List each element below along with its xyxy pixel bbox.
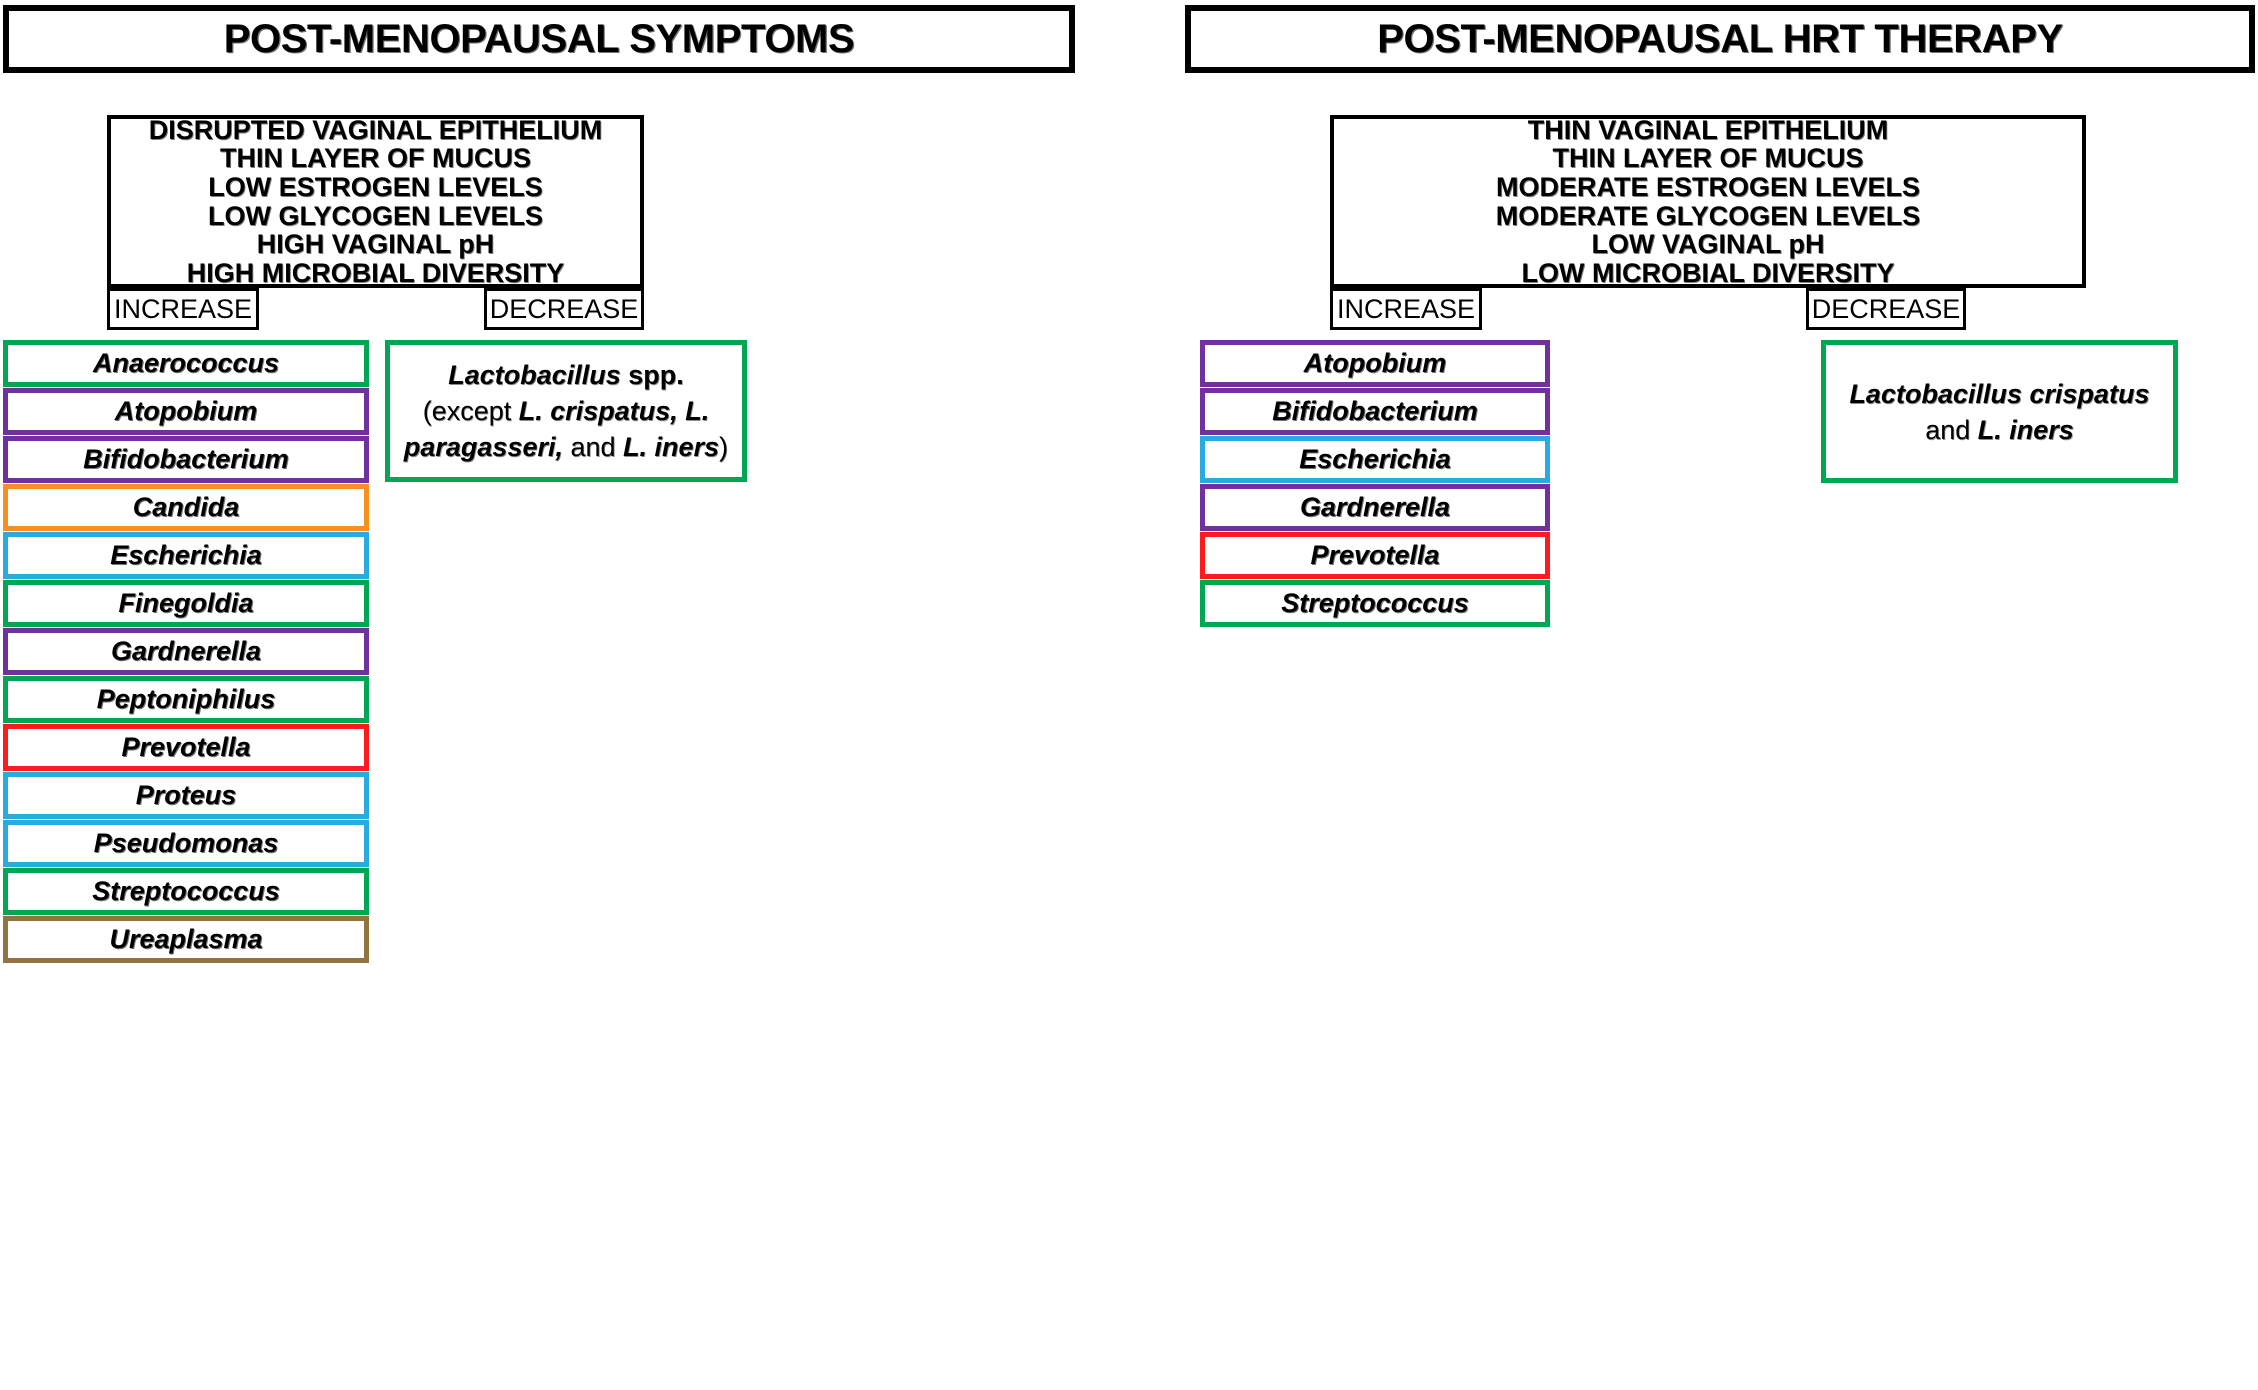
condition-line: THIN LAYER OF MUCUS <box>1552 143 1864 174</box>
taxon-box: Streptococcus <box>1200 580 1550 627</box>
increase-tag: INCREASE <box>1330 288 1482 330</box>
taxon-box: Prevotella <box>3 724 369 771</box>
taxon-box: Proteus <box>3 772 369 819</box>
taxon-label: Anaerococcus <box>92 348 280 378</box>
taxon-box: Gardnerella <box>1200 484 1550 531</box>
condition-line: THIN LAYER OF MUCUS <box>219 143 531 174</box>
panel-title-box: POST-MENOPAUSAL HRT THERAPY <box>1185 5 2255 73</box>
taxon-label: Peptoniphilus <box>96 684 276 714</box>
taxon-box: Anaerococcus <box>3 340 369 387</box>
decrease-tag-label: DECREASE <box>489 293 639 324</box>
taxon-label: Escherichia <box>1299 444 1451 474</box>
taxa-note-line: Lactobacillus crispatus <box>1849 378 2150 409</box>
page-title: POST-MENOPAUSAL HRT THERAPY <box>1377 16 2063 61</box>
taxon-label: Gardnerella <box>1299 492 1451 522</box>
taxon-box: Ureaplasma <box>3 916 369 963</box>
decrease-tag-label: DECREASE <box>1811 293 1961 324</box>
condition-line: THIN VAGINAL EPITHELIUM <box>1527 114 1889 145</box>
taxon-box: Escherichia <box>3 532 369 579</box>
taxon-label: Ureaplasma <box>109 924 263 954</box>
taxon-box: Pseudomonas <box>3 820 369 867</box>
taxon-box: Peptoniphilus <box>3 676 369 723</box>
panel-post-menopausal-hrt-therapy: POST-MENOPAUSAL HRT THERAPY THIN VAGINAL… <box>1180 0 2258 1390</box>
taxon-label: Atopobium <box>114 396 258 426</box>
taxa-note-box: Lactobacillus spp. (except L. crispatus, … <box>385 340 747 482</box>
taxon-label: Gardnerella <box>110 636 262 666</box>
taxon-label: Atopobium <box>1303 348 1447 378</box>
panel-title-box: POST-MENOPAUSAL SYMPTOMS <box>3 5 1075 73</box>
decrease-tag: DECREASE <box>1806 288 1966 330</box>
page-title: POST-MENOPAUSAL SYMPTOMS <box>223 16 855 61</box>
taxon-label: Streptococcus <box>1281 588 1469 618</box>
condition-line: LOW MICROBIAL DIVERSITY <box>1521 257 1895 288</box>
taxon-label: Escherichia <box>110 540 262 570</box>
taxon-box: Bifidobacterium <box>1200 388 1550 435</box>
taxon-box: Candida <box>3 484 369 531</box>
taxa-note-line: Lactobacillus spp. <box>448 360 684 390</box>
taxon-box: Atopobium <box>1200 340 1550 387</box>
increase-tag-label: INCREASE <box>1336 293 1476 324</box>
condition-line: LOW GLYCOGEN LEVELS <box>207 200 544 231</box>
taxon-label: Proteus <box>135 780 237 810</box>
taxon-box: Escherichia <box>1200 436 1550 483</box>
taxon-label: Prevotella <box>121 732 251 762</box>
taxon-label: Bifidobacterium <box>83 444 289 474</box>
taxon-box: Atopobium <box>3 388 369 435</box>
taxa-note-line: paragasseri, and L. iners) <box>403 432 729 462</box>
conditions-box: DISRUPTED VAGINAL EPITHELIUM THIN LAYER … <box>107 115 644 288</box>
condition-line: HIGH VAGINAL pH <box>256 229 495 260</box>
taxon-box: Finegoldia <box>3 580 369 627</box>
taxon-label: Streptococcus <box>92 876 280 906</box>
taxon-box: Streptococcus <box>3 868 369 915</box>
condition-line: DISRUPTED VAGINAL EPITHELIUM <box>148 114 603 145</box>
taxon-label: Prevotella <box>1310 540 1440 570</box>
increase-taxa-column: Lactobacillus crispatus and L. iners <box>1821 340 2178 483</box>
taxon-box: Bifidobacterium <box>3 436 369 483</box>
condition-line: MODERATE GLYCOGEN LEVELS <box>1495 200 1921 231</box>
taxon-label: Pseudomonas <box>93 828 279 858</box>
increase-tag-label: INCREASE <box>113 293 253 324</box>
condition-line: MODERATE ESTROGEN LEVELS <box>1495 171 1921 202</box>
decrease-taxa-column: Lactobacillus spp. (except L. crispatus, … <box>385 340 747 482</box>
taxa-note-line: (except L. crispatus, L. <box>422 396 710 426</box>
condition-line: LOW ESTROGEN LEVELS <box>208 171 543 202</box>
taxa-note-box: Lactobacillus crispatus and L. iners <box>1821 340 2178 483</box>
taxon-label: Candida <box>132 492 240 522</box>
decrease-tag: DECREASE <box>484 288 644 330</box>
conditions-box: THIN VAGINAL EPITHELIUM THIN LAYER OF MU… <box>1330 115 2086 288</box>
condition-line: HIGH MICROBIAL DIVERSITY <box>186 257 565 288</box>
condition-line: LOW VAGINAL pH <box>1591 229 1825 260</box>
increase-tag: INCREASE <box>107 288 259 330</box>
taxon-box: Gardnerella <box>3 628 369 675</box>
taxon-label: Finegoldia <box>118 588 254 618</box>
taxa-note-line: and L. iners <box>1925 414 2074 445</box>
panel-post-menopausal-symptoms: POST-MENOPAUSAL SYMPTOMS DISRUPTED VAGIN… <box>0 0 1090 1390</box>
taxon-label: Bifidobacterium <box>1272 396 1478 426</box>
taxon-box: Prevotella <box>1200 532 1550 579</box>
